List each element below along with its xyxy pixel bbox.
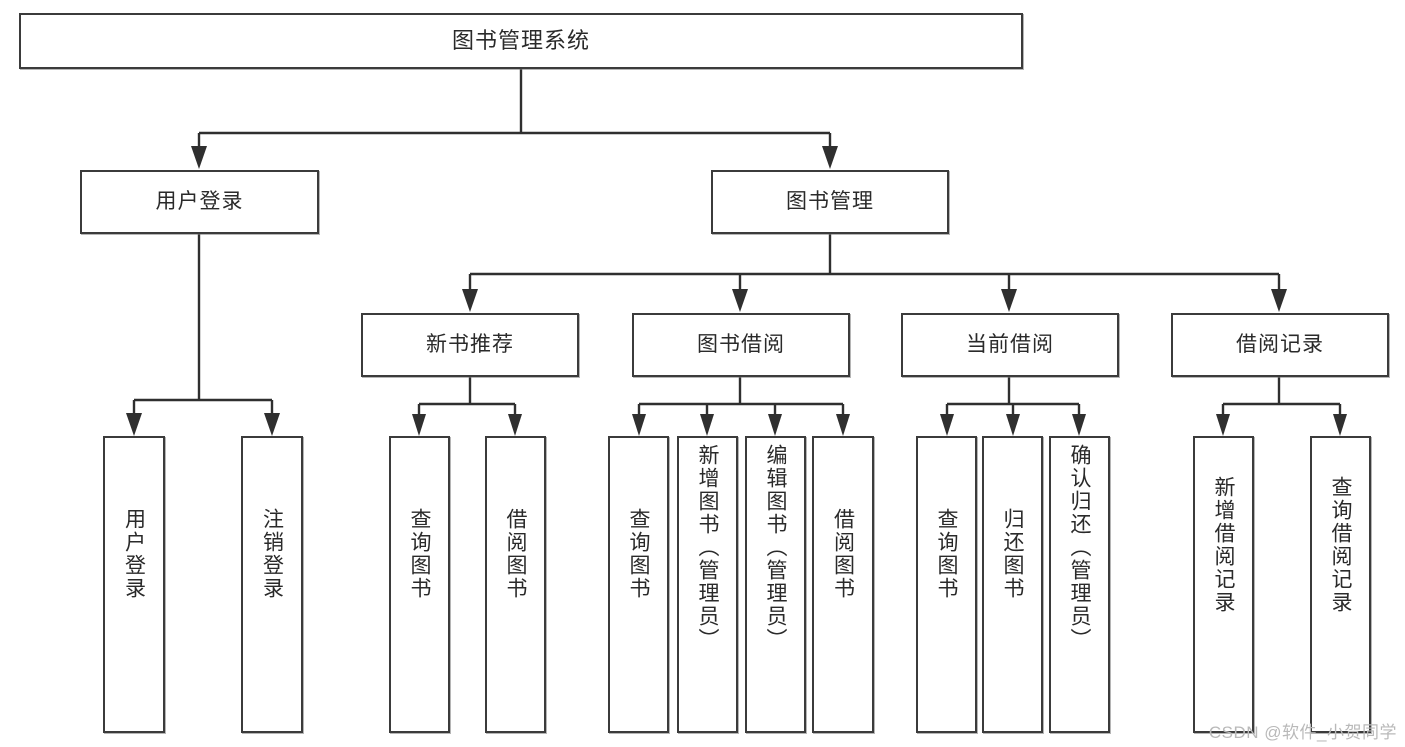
node-book-management[interactable]: 图书管理 — [711, 170, 949, 234]
arrowhead-new-book-recommend — [462, 289, 478, 312]
leaf-user-login-login[interactable]: 用户登录 — [103, 436, 165, 733]
arrowhead-leaf-cb-1 — [940, 414, 954, 436]
arrowhead-leaf-nbr-2 — [508, 414, 522, 436]
leaf-nbr-borrow-book[interactable]: 借阅图书 — [485, 436, 546, 733]
node-new-book-recommend[interactable]: 新书推荐 — [361, 313, 579, 377]
leaf-cb-confirm-return-label: 确认归还（管理员） — [1068, 444, 1091, 651]
leaf-user-login-login-label: 用户登录 — [122, 508, 146, 600]
arrowhead-leaf-user-login-2 — [264, 413, 280, 436]
leaf-bb-borrow-book[interactable]: 借阅图书 — [812, 436, 874, 733]
node-current-borrow[interactable]: 当前借阅 — [901, 313, 1119, 377]
leaf-user-login-logout[interactable]: 注销登录 — [241, 436, 303, 733]
leaf-cb-return-book-label: 归还图书 — [1001, 508, 1024, 600]
node-book-management-label: 图书管理 — [786, 189, 874, 213]
arrowhead-current-borrow — [1001, 289, 1017, 312]
node-root[interactable]: 图书管理系统 — [19, 13, 1023, 69]
node-borrow-record-label: 借阅记录 — [1236, 332, 1324, 356]
arrowhead-leaf-user-login-1 — [126, 413, 142, 436]
node-new-book-recommend-label: 新书推荐 — [426, 332, 514, 356]
arrowhead-leaf-cb-2 — [1006, 414, 1020, 436]
node-book-borrow-label: 图书借阅 — [697, 332, 785, 356]
node-user-login-label: 用户登录 — [155, 189, 244, 213]
node-borrow-record[interactable]: 借阅记录 — [1171, 313, 1389, 377]
leaf-bb-add-book[interactable]: 新增图书（管理员） — [677, 436, 738, 733]
leaf-bb-add-book-label: 新增图书（管理员） — [696, 444, 719, 651]
arrowhead-leaf-bb-3 — [768, 414, 782, 436]
arrowhead-book-borrow — [732, 289, 748, 312]
arrowhead-leaf-cb-3 — [1072, 414, 1086, 436]
leaf-cb-query-book-label: 查询图书 — [935, 508, 958, 600]
node-book-borrow[interactable]: 图书借阅 — [632, 313, 850, 377]
leaf-bb-edit-book[interactable]: 编辑图书（管理员） — [745, 436, 806, 733]
watermark: CSDN @软件_小贺同学 — [1208, 723, 1397, 742]
leaf-cb-query-book[interactable]: 查询图书 — [916, 436, 977, 733]
leaf-nbr-borrow-book-label: 借阅图书 — [504, 508, 527, 600]
leaf-nbr-query-book-label: 查询图书 — [408, 508, 431, 600]
arrowhead-leaf-nbr-1 — [412, 414, 426, 436]
leaf-bb-edit-book-label: 编辑图书（管理员） — [764, 444, 787, 651]
arrowhead-user-login — [191, 146, 207, 169]
leaf-br-query-record-label: 查询借阅记录 — [1329, 476, 1352, 614]
leaf-bb-query-book[interactable]: 查询图书 — [608, 436, 669, 733]
leaf-br-query-record[interactable]: 查询借阅记录 — [1310, 436, 1371, 733]
node-root-label: 图书管理系统 — [451, 28, 590, 54]
arrowhead-leaf-bb-4 — [836, 414, 850, 436]
leaf-nbr-query-book[interactable]: 查询图书 — [389, 436, 450, 733]
node-current-borrow-label: 当前借阅 — [966, 332, 1054, 356]
arrowhead-leaf-br-1 — [1216, 414, 1230, 436]
leaf-cb-confirm-return[interactable]: 确认归还（管理员） — [1049, 436, 1110, 733]
leaf-br-add-record-label: 新增借阅记录 — [1212, 476, 1235, 614]
arrowhead-leaf-bb-1 — [632, 414, 646, 436]
leaf-bb-query-book-label: 查询图书 — [627, 508, 650, 600]
node-user-login[interactable]: 用户登录 — [80, 170, 319, 234]
arrowhead-book-manage — [822, 146, 838, 169]
leaf-cb-return-book[interactable]: 归还图书 — [982, 436, 1043, 733]
leaf-bb-borrow-book-label: 借阅图书 — [831, 508, 855, 600]
arrowhead-leaf-bb-2 — [700, 414, 714, 436]
leaf-br-add-record[interactable]: 新增借阅记录 — [1193, 436, 1254, 733]
arrowhead-borrow-record — [1271, 289, 1287, 312]
arrowhead-leaf-br-2 — [1333, 414, 1347, 436]
leaf-user-login-logout-label: 注销登录 — [260, 508, 284, 600]
